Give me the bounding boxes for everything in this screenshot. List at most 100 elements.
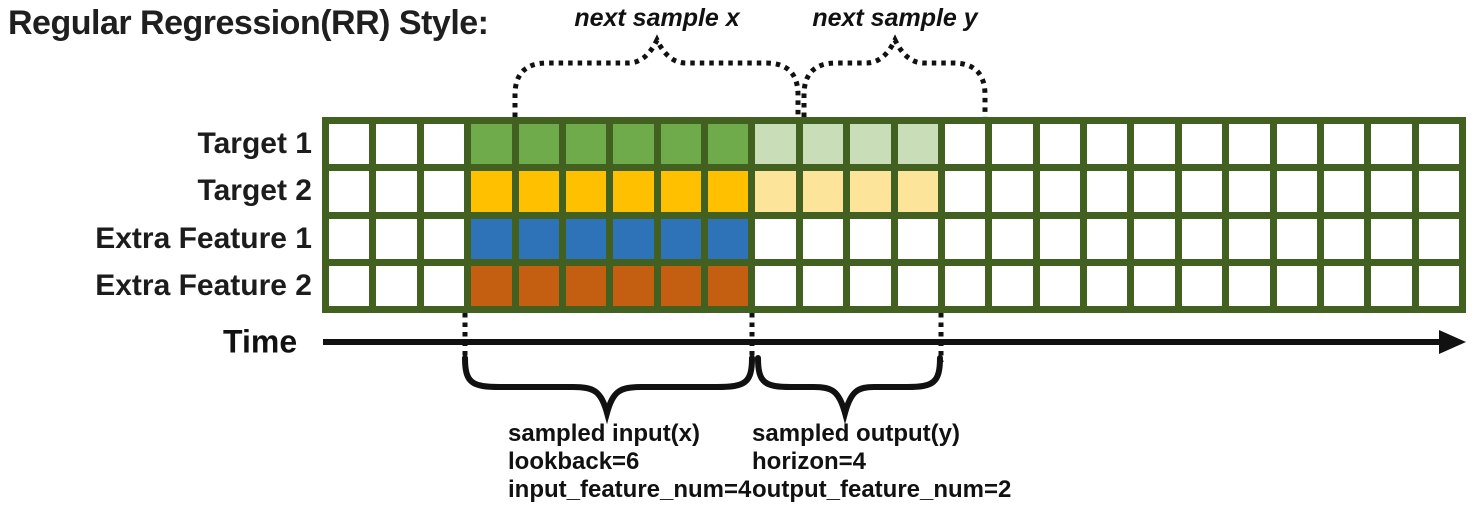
grid-cell — [802, 265, 844, 306]
next-sample-y-brace-icon — [801, 34, 988, 117]
grid-cell — [329, 265, 370, 306]
grid-cell — [1229, 265, 1270, 306]
grid-cell — [1181, 124, 1223, 165]
grid-cell — [1323, 171, 1365, 212]
sampled-output-title: sampled output(y) — [752, 420, 960, 447]
grid-cell — [850, 218, 891, 259]
grid-cell — [471, 218, 512, 259]
grid-cell — [802, 171, 844, 212]
grid-cell — [376, 218, 417, 259]
grid-cell — [423, 171, 465, 212]
time-axis-label: Time — [223, 323, 298, 360]
grid-cell — [471, 265, 512, 306]
grid-cell — [1418, 265, 1459, 306]
row-label: Target 1 — [197, 127, 312, 160]
grid-cell — [518, 171, 559, 212]
grid-cell — [613, 265, 654, 306]
time-axis-arrow-icon — [1439, 330, 1466, 354]
sampled-input-brace-icon — [462, 355, 755, 425]
grid-cell — [1229, 171, 1270, 212]
sampled-input-title: sampled input(x) — [508, 420, 701, 447]
grid-cell — [518, 265, 559, 306]
grid-cell — [1229, 124, 1270, 165]
input-feature-num-value: input_feature_num=4 — [508, 476, 752, 503]
grid-cell — [565, 265, 607, 306]
grid-cell — [708, 218, 749, 259]
grid-cell — [423, 218, 465, 259]
grid-cell — [660, 171, 701, 212]
grid-cell — [1039, 171, 1080, 212]
grid-cell — [471, 171, 512, 212]
grid-cell — [1418, 124, 1459, 165]
grid-cell — [992, 171, 1033, 212]
output-feature-num-value: output_feature_num=2 — [752, 476, 1012, 503]
grid-cell — [755, 124, 796, 165]
grid-cell — [1276, 218, 1317, 259]
grid-cell — [660, 124, 701, 165]
grid-cell — [755, 171, 796, 212]
grid-cell — [1418, 171, 1459, 212]
grid-cell — [1323, 124, 1365, 165]
grid-cell — [1087, 218, 1128, 259]
grid-cell — [850, 265, 891, 306]
grid-cell — [992, 218, 1033, 259]
grid-cell — [423, 265, 465, 306]
grid-cell — [1134, 265, 1175, 306]
grid-cell — [1323, 265, 1365, 306]
grid-cell — [565, 171, 607, 212]
grid-cell — [1371, 124, 1412, 165]
sampled-output-brace-icon — [755, 355, 943, 425]
grid-cell — [944, 265, 986, 306]
grid-cell — [1039, 218, 1080, 259]
grid-cell — [1181, 218, 1223, 259]
grid-cell — [992, 124, 1033, 165]
grid-cell — [329, 218, 370, 259]
row-label: Target 2 — [197, 174, 312, 208]
grid-cell — [376, 265, 417, 306]
grid-cell — [755, 218, 796, 259]
grid-cell — [1371, 265, 1412, 306]
grid-cell — [376, 171, 417, 212]
sampled-input-annotation: sampled input(x) lookback=6 input_featur… — [508, 420, 751, 504]
grid-cell — [1276, 124, 1317, 165]
grid-cell — [471, 124, 512, 165]
grid-cell — [850, 171, 891, 212]
grid-cell — [1134, 124, 1175, 165]
sample-grid — [322, 117, 1466, 313]
grid-cell — [1087, 124, 1128, 165]
grid-cell — [376, 124, 417, 165]
grid-cell — [423, 124, 465, 165]
grid-cell — [565, 124, 607, 165]
next-sample-x-label: next sample x — [574, 4, 740, 32]
grid-cell — [329, 124, 370, 165]
grid-cell — [1229, 218, 1270, 259]
horizon-value: horizon=4 — [752, 448, 867, 475]
grid-cell — [1039, 124, 1080, 165]
grid-cell — [897, 171, 938, 212]
grid-cell — [755, 265, 796, 306]
grid-cell — [660, 218, 701, 259]
grid-cell — [944, 171, 986, 212]
grid-cell — [1087, 171, 1128, 212]
grid-cell — [1276, 171, 1317, 212]
grid-cell — [1418, 218, 1459, 259]
grid-cell — [802, 124, 844, 165]
grid-cell — [613, 218, 654, 259]
grid-cell — [708, 265, 749, 306]
grid-cell — [802, 218, 844, 259]
grid-cell — [1323, 218, 1365, 259]
grid-cell — [897, 124, 938, 165]
grid-cell — [897, 218, 938, 259]
grid-cell — [518, 218, 559, 259]
grid-cell — [708, 124, 749, 165]
grid-cell — [1087, 265, 1128, 306]
grid-cell — [850, 124, 891, 165]
grid-cell — [518, 124, 559, 165]
grid-cell — [1039, 265, 1080, 306]
grid-cell — [1276, 265, 1317, 306]
next-sample-y-label: next sample y — [812, 4, 978, 32]
grid-cell — [1134, 171, 1175, 212]
grid-cell — [660, 265, 701, 306]
grid-cell — [613, 171, 654, 212]
